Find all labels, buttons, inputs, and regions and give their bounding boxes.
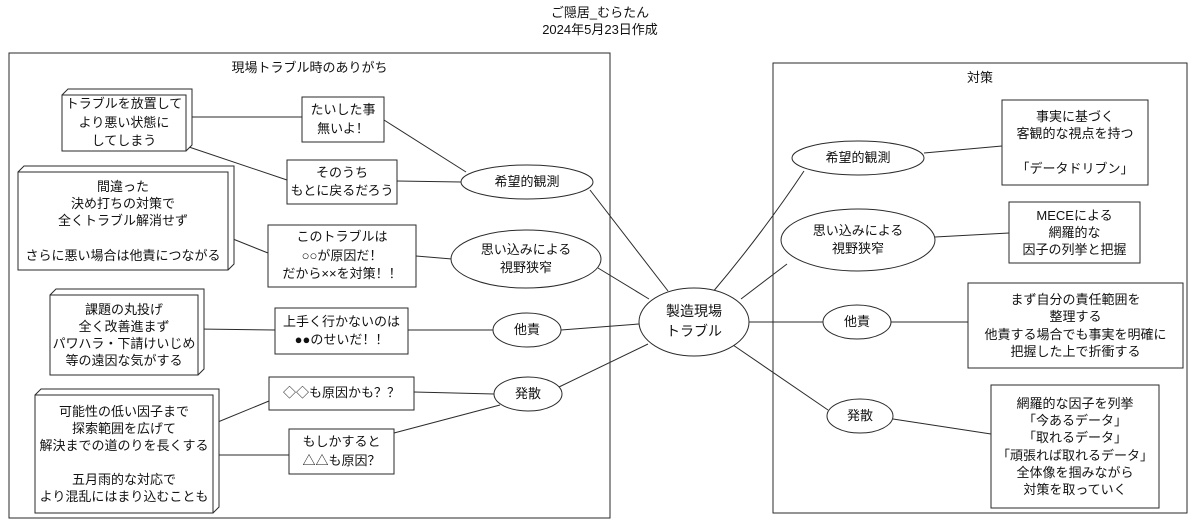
cause-box-3-shape — [49, 294, 199, 376]
solution-box-4-shape — [990, 384, 1160, 509]
left-panel-title: 現場トラブル時のありがち — [231, 60, 388, 75]
connector-line — [185, 145, 288, 181]
connector-line — [732, 344, 829, 411]
right-category-3-shape — [822, 304, 892, 340]
thought-box-2-shape — [286, 159, 398, 205]
thought-box-shapes — [267, 96, 417, 475]
left-category-4-shape — [493, 376, 563, 412]
connector-line — [923, 145, 1003, 154]
right-panel-title: 対策 — [966, 70, 993, 85]
thought-box-6-shape — [288, 428, 395, 475]
solution-box-3-shape — [967, 282, 1184, 369]
connector-line — [892, 418, 992, 435]
right-category-4-shape — [826, 398, 894, 434]
left-category-3-shape — [492, 312, 562, 348]
cause-box-4-shape — [34, 394, 214, 514]
left-category-shapes — [450, 164, 602, 412]
right-category-shapes — [780, 140, 936, 434]
left-category-2-shape — [450, 229, 602, 289]
connector-line — [740, 263, 788, 300]
solution-box-shapes — [967, 99, 1184, 509]
left-panel-border — [8, 52, 611, 519]
connector-line — [383, 119, 467, 173]
cause-box-1-shape — [61, 94, 187, 152]
thought-box-1-shape — [301, 96, 385, 143]
cause-box-shapes — [17, 88, 235, 514]
connector-line — [212, 400, 270, 425]
center-node-shape — [638, 287, 750, 357]
connector-line — [393, 404, 501, 434]
header-project-name: ご隠居_むらたん — [550, 5, 650, 20]
right-category-1-shape — [791, 140, 925, 176]
connector-line — [711, 170, 805, 294]
connector-line — [415, 255, 453, 260]
right-category-2-shape — [780, 208, 936, 272]
thought-box-3-shape — [267, 224, 417, 288]
thought-box-5-shape — [268, 376, 415, 411]
connector-line — [413, 391, 495, 395]
connector-line — [558, 343, 649, 388]
right-panel-border — [772, 62, 1188, 514]
connector-lines — [185, 116, 1010, 456]
header-created-date: 2024年5月23日作成 — [542, 21, 658, 37]
left-category-1-shape — [460, 164, 594, 200]
connector-line — [597, 267, 650, 300]
connector-line — [934, 232, 1010, 238]
connector-line — [396, 180, 462, 183]
solution-box-2-shape — [1008, 201, 1141, 264]
document-header: ご隠居_むらたん 2024年5月23日作成 — [450, 5, 750, 39]
connector-line — [197, 328, 276, 331]
connector-line — [227, 236, 269, 254]
connector-line — [560, 323, 640, 331]
thought-box-4-shape — [274, 307, 409, 355]
connector-line — [589, 189, 669, 292]
cause-box-2-shape — [17, 171, 229, 271]
solution-box-1-shape — [1001, 99, 1149, 186]
